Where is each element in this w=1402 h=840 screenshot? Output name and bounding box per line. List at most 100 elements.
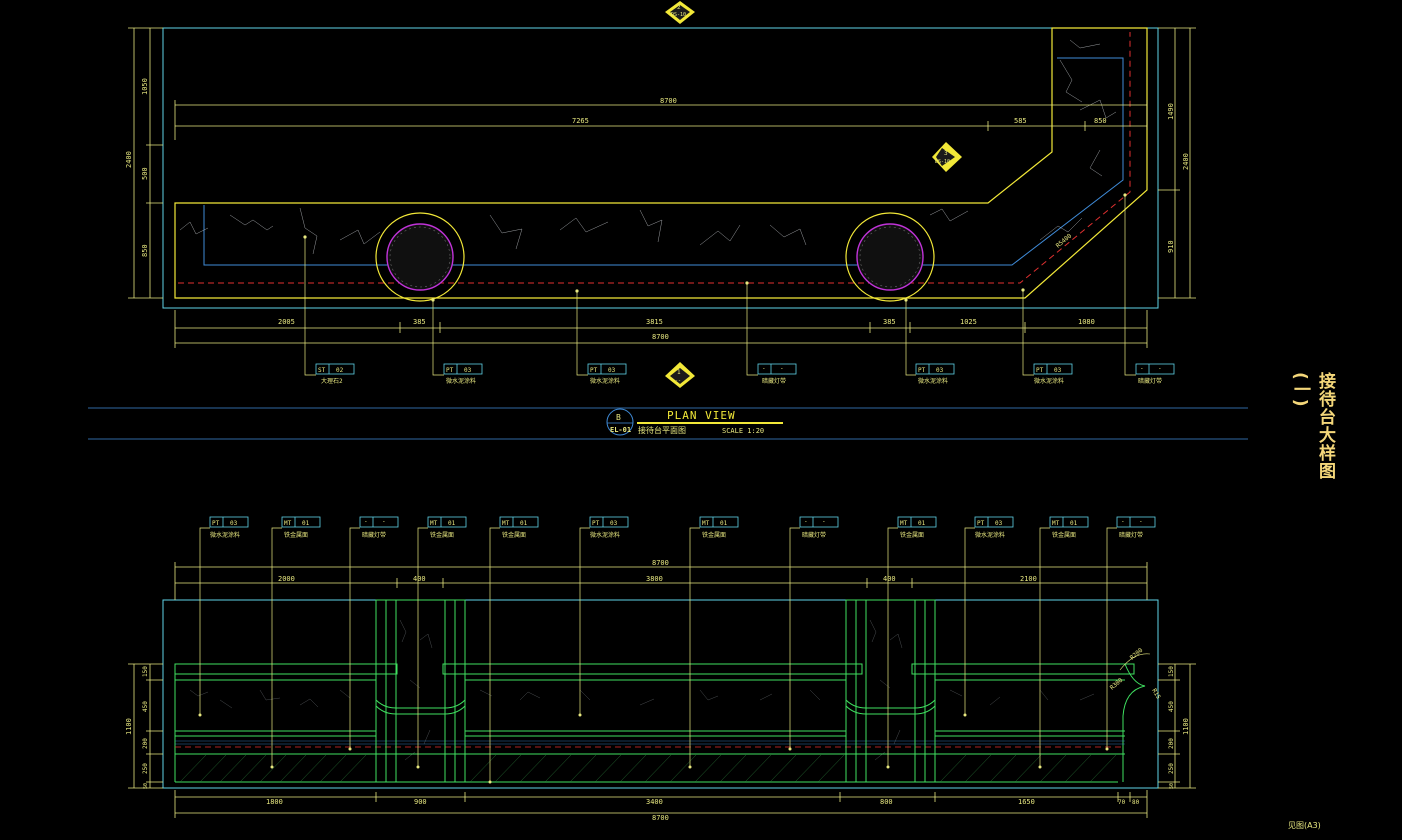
svg-text:--: --	[675, 378, 681, 384]
svg-text:铁金属面: 铁金属面	[900, 531, 924, 539]
elev-tag-11: MT 01 铁金属面	[1049, 516, 1089, 539]
svg-text:铁金属面: 铁金属面	[284, 531, 308, 539]
svg-text:-: -	[822, 518, 826, 525]
svg-text:PT: PT	[446, 367, 454, 374]
title-sheet: EL-01	[610, 426, 631, 434]
svg-text:MT: MT	[1052, 520, 1060, 527]
svg-text:-: -	[762, 365, 766, 372]
plan-radius-label: R5400	[1055, 232, 1074, 249]
plan-dim-bottom-5: 1025	[960, 318, 977, 326]
svg-text:-: -	[1158, 365, 1162, 372]
elev-dim-bottom-4: 800	[880, 798, 893, 806]
svg-text:1: 1	[677, 369, 681, 376]
elevation-frame	[162, 599, 1159, 789]
svg-text:铁金属面: 铁金属面	[702, 531, 726, 539]
svg-text:MT: MT	[430, 520, 438, 527]
svg-text:暗藏灯带: 暗藏灯带	[762, 377, 786, 385]
plan-tag-5: PT 03 微水泥涂料	[915, 363, 955, 385]
svg-text:01: 01	[520, 520, 528, 527]
svg-text:铁金属面: 铁金属面	[430, 531, 454, 539]
elev-tag-8: - - 暗藏灯带	[799, 516, 839, 539]
elev-radius-2: R300	[1109, 677, 1125, 692]
section-marker-bottom: 1 --	[665, 362, 695, 388]
svg-text:3: 3	[944, 150, 948, 157]
plan-tag-3: PT 03 微水泥涂料	[587, 363, 627, 385]
svg-text:DS-10: DS-10	[935, 159, 950, 165]
elev-dim-right-4: 250	[1168, 763, 1175, 774]
elev-dim-bottom-5: 1650	[1018, 798, 1035, 806]
svg-text:03: 03	[608, 367, 616, 374]
svg-text:大理石2: 大理石2	[321, 377, 343, 385]
svg-text:暗藏灯带: 暗藏灯带	[1138, 377, 1162, 385]
elev-dim-top-total: 8700	[652, 559, 669, 567]
svg-text:暗藏灯带: 暗藏灯带	[802, 531, 826, 539]
svg-text:DS-10: DS-10	[671, 12, 686, 18]
elev-dim-bottom-6: 70	[1118, 799, 1126, 806]
section-marker-right: 3 DS-10	[932, 142, 962, 172]
svg-text:PT: PT	[918, 367, 926, 374]
plan-tag-6: PT 03 微水泥涂料	[1033, 363, 1073, 385]
plan-dim-right-b: 910	[1167, 240, 1175, 253]
plan-dim-right-total: 2400	[1182, 153, 1190, 170]
elev-tag-10: PT 03 微水泥涂料	[974, 516, 1014, 539]
elev-dim-left-2: 450	[142, 701, 149, 712]
svg-text:03: 03	[995, 520, 1003, 527]
elev-dim-top-1: 2000	[278, 575, 295, 583]
elev-dim-right-3: 200	[1168, 738, 1175, 749]
elev-radius-3: R15	[1150, 688, 1162, 701]
elev-tag-6: PT 03 微水泥涂料	[589, 516, 629, 539]
section-marker-top: 2 DS-10	[665, 1, 695, 24]
plan-dim-bottom-1: 2005	[278, 318, 295, 326]
plan-dim-top-total: 8700	[660, 97, 677, 105]
elev-dim-top-4: 400	[883, 575, 896, 583]
svg-text:微水泥涂料: 微水泥涂料	[975, 531, 1005, 539]
svg-text:微水泥涂料: 微水泥涂料	[210, 531, 240, 539]
svg-text:01: 01	[720, 520, 728, 527]
elevation-view: 8700 2000 400 3800 400 2100 150 1100 450…	[125, 516, 1196, 822]
svg-text:微水泥涂料: 微水泥涂料	[446, 377, 476, 385]
plan-dim-left-b: 500	[141, 167, 149, 180]
svg-text:ST: ST	[318, 367, 326, 374]
elev-dim-right-1: 150	[1168, 666, 1175, 677]
svg-text:PT: PT	[592, 520, 600, 527]
title-scale: SCALE 1:20	[722, 427, 764, 435]
title-cn: 接待台平面图	[638, 425, 686, 435]
plan-dim-top-a: 7265	[572, 117, 589, 125]
plan-dim-left-a: 1050	[141, 78, 149, 95]
svg-text:-: -	[1140, 365, 1144, 372]
svg-text:微水泥涂料: 微水泥涂料	[590, 377, 620, 385]
title-letter: B	[616, 413, 621, 422]
svg-text:01: 01	[302, 520, 310, 527]
svg-text:01: 01	[918, 520, 926, 527]
svg-text:PT: PT	[212, 520, 220, 527]
svg-text:-: -	[1121, 518, 1125, 525]
plan-dim-right-a: 1490	[1167, 103, 1175, 120]
elev-tag-2: MT 01 铁金属面	[281, 516, 321, 539]
plan-dim-top-b: 585	[1014, 117, 1027, 125]
elev-dim-bottom-3: 3400	[646, 798, 663, 806]
elev-tag-5: MT 01 铁金属面	[499, 516, 539, 539]
plan-dim-bottom-2: 385	[413, 318, 426, 326]
elev-tag-7: MT 01 铁金属面	[699, 516, 739, 539]
elev-dim-top-3: 3800	[646, 575, 663, 583]
elev-dim-right-5: 50	[1169, 783, 1175, 789]
view-title-block: B EL-01 PLAN VIEW 接待台平面图 SCALE 1:20	[88, 407, 1248, 440]
elevation-column-right	[845, 599, 936, 783]
svg-text:-: -	[804, 518, 808, 525]
counter-inner-line	[203, 57, 1124, 266]
elev-dim-left-3: 200	[142, 738, 149, 749]
svg-text:MT: MT	[900, 520, 908, 527]
elev-dim-left-5: 50	[143, 783, 149, 789]
elev-dim-bottom-total: 8700	[652, 814, 669, 822]
column-left	[375, 212, 465, 302]
plan-dim-top-c: 850	[1094, 117, 1107, 125]
svg-text:02: 02	[336, 367, 344, 374]
column-right	[845, 212, 935, 302]
elev-dim-bottom-7: 80	[1132, 799, 1140, 806]
svg-text:微水泥涂料: 微水泥涂料	[590, 531, 620, 539]
drawing-title: 接待台大样图(一)	[1290, 372, 1335, 480]
elev-dim-right-2: 450	[1168, 701, 1175, 712]
svg-text:03: 03	[1054, 367, 1062, 374]
plan-tag-7: - - 暗藏灯带	[1135, 363, 1175, 385]
